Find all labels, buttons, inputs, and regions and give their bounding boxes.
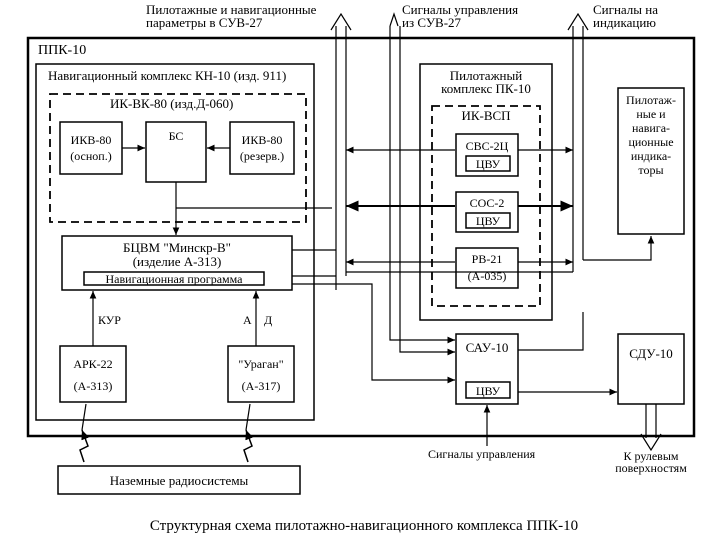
line-bus-to-indicators: [583, 236, 655, 261]
ikv-main-box: [59, 121, 123, 175]
rudders-label-2: поверхностям: [615, 461, 687, 475]
top-control-label-1: Сигналы управления: [402, 2, 518, 17]
uragan-label-1: "Ураган": [238, 357, 283, 371]
line-sau-to-indication: [518, 312, 584, 351]
rv21-box: [455, 247, 519, 289]
ppk10-title: ППК-10: [38, 43, 86, 58]
kn10-title: Навигационный комплекс КН-10 (изд. 911): [48, 68, 286, 83]
sdu10-box: [617, 333, 685, 405]
bcvm-label-2: (изделие А-313): [133, 254, 222, 269]
ark22-box: [59, 345, 127, 403]
bs-label: БС: [169, 129, 184, 143]
ground-radio-box: [57, 465, 301, 495]
line-bcvm-to-sau: [292, 283, 455, 384]
uragan-box: [227, 345, 295, 403]
indicators-label-6: торы: [638, 163, 663, 177]
uragan-label-2: (А-317): [242, 379, 281, 393]
top-params-label-2: параметры в СУВ-27: [146, 15, 263, 30]
indicators-box: [617, 87, 685, 235]
line-control-to-sau-1: [389, 26, 455, 344]
svs-label: СВС-2Ц: [466, 139, 509, 153]
d-label: Д: [264, 313, 272, 327]
ikv-main-label-1: ИКВ-80: [71, 133, 112, 147]
sos-cvu-box: [465, 212, 511, 229]
indicators-label-2: ные и: [636, 107, 666, 121]
top-indication-label-2: индикацию: [593, 15, 656, 30]
indicators-label-3: навига-: [632, 121, 670, 135]
sos-cvu-label: ЦВУ: [476, 214, 501, 228]
indication-bus: [572, 26, 584, 272]
sau-cvu-box: [465, 381, 511, 399]
radio-link-ark: [79, 429, 90, 463]
ikvk80-group: [49, 93, 307, 223]
radio-ark-stem: [81, 403, 87, 431]
sdu10-label: СДУ-10: [629, 346, 673, 361]
sau10-label: САУ-10: [466, 340, 509, 355]
pk10-label-1: Пилотажный: [450, 68, 522, 83]
bs-box: [145, 121, 207, 183]
radio-link-uragan: [243, 429, 254, 463]
pk10-box: [419, 63, 553, 321]
ikv-main-label-2: (оснoп.): [70, 149, 111, 163]
ikv-reserve-label-2: (резерв.): [240, 149, 284, 163]
a-label: А: [243, 313, 252, 327]
svs-cvu-label: ЦВУ: [476, 157, 501, 171]
indicators-label-1: Пилотаж-: [626, 93, 676, 107]
ikv-reserve-box: [229, 121, 295, 175]
radio-uragan-stem: [245, 403, 251, 431]
nav-program-box: [83, 271, 265, 286]
ikvsp-title: ИК-ВСП: [461, 108, 510, 123]
nav-program-label: Навигационная программа: [106, 272, 244, 286]
ikvk80-title: ИК-ВК-80 (изд.Д-060): [110, 96, 233, 111]
ikv-reserve-label-1: ИКВ-80: [242, 133, 283, 147]
kn10-box: [35, 63, 315, 421]
sdu-output-arrowhead: [640, 433, 662, 452]
kur-label: КУР: [98, 313, 121, 327]
line-control-to-sau-2: [399, 26, 455, 356]
sdu-output-bus: [645, 404, 657, 438]
ark22-label-1: АРК-22: [73, 357, 112, 371]
top-control-label-2: из СУВ-27: [402, 15, 462, 30]
control-signals-label: Сигналы управления: [428, 447, 536, 461]
indicators-label-5: индика-: [631, 149, 671, 163]
diagram-caption: Структурная схема пилотажно-навигационно…: [150, 518, 578, 534]
indication-bus-arrowhead: [567, 12, 589, 31]
svs-cvu-box: [465, 155, 511, 172]
bcvm-label-1: БЦВМ "Минскр-В": [123, 240, 231, 255]
indicators-label-4: ционные: [628, 135, 673, 149]
top-params-label-1: Пилотажные и навигационные: [146, 2, 317, 17]
control-top-arrow: [389, 12, 399, 27]
sau-cvu-label: ЦВУ: [476, 384, 501, 398]
ground-radio-label: Наземные радиосистемы: [110, 473, 249, 488]
pk10-label-2: комплекс ПК-10: [441, 81, 531, 96]
rudders-label-1: К рулевым: [624, 449, 679, 463]
rv21-label-2: (А-035): [468, 269, 507, 283]
rv21-label-1: РВ-21: [472, 252, 503, 266]
sos-label: СОС-2: [470, 196, 505, 210]
top-indication-label-1: Сигналы на: [593, 2, 658, 17]
params-bus-arrowhead: [330, 12, 352, 31]
ark22-label-2: (А-313): [74, 379, 113, 393]
